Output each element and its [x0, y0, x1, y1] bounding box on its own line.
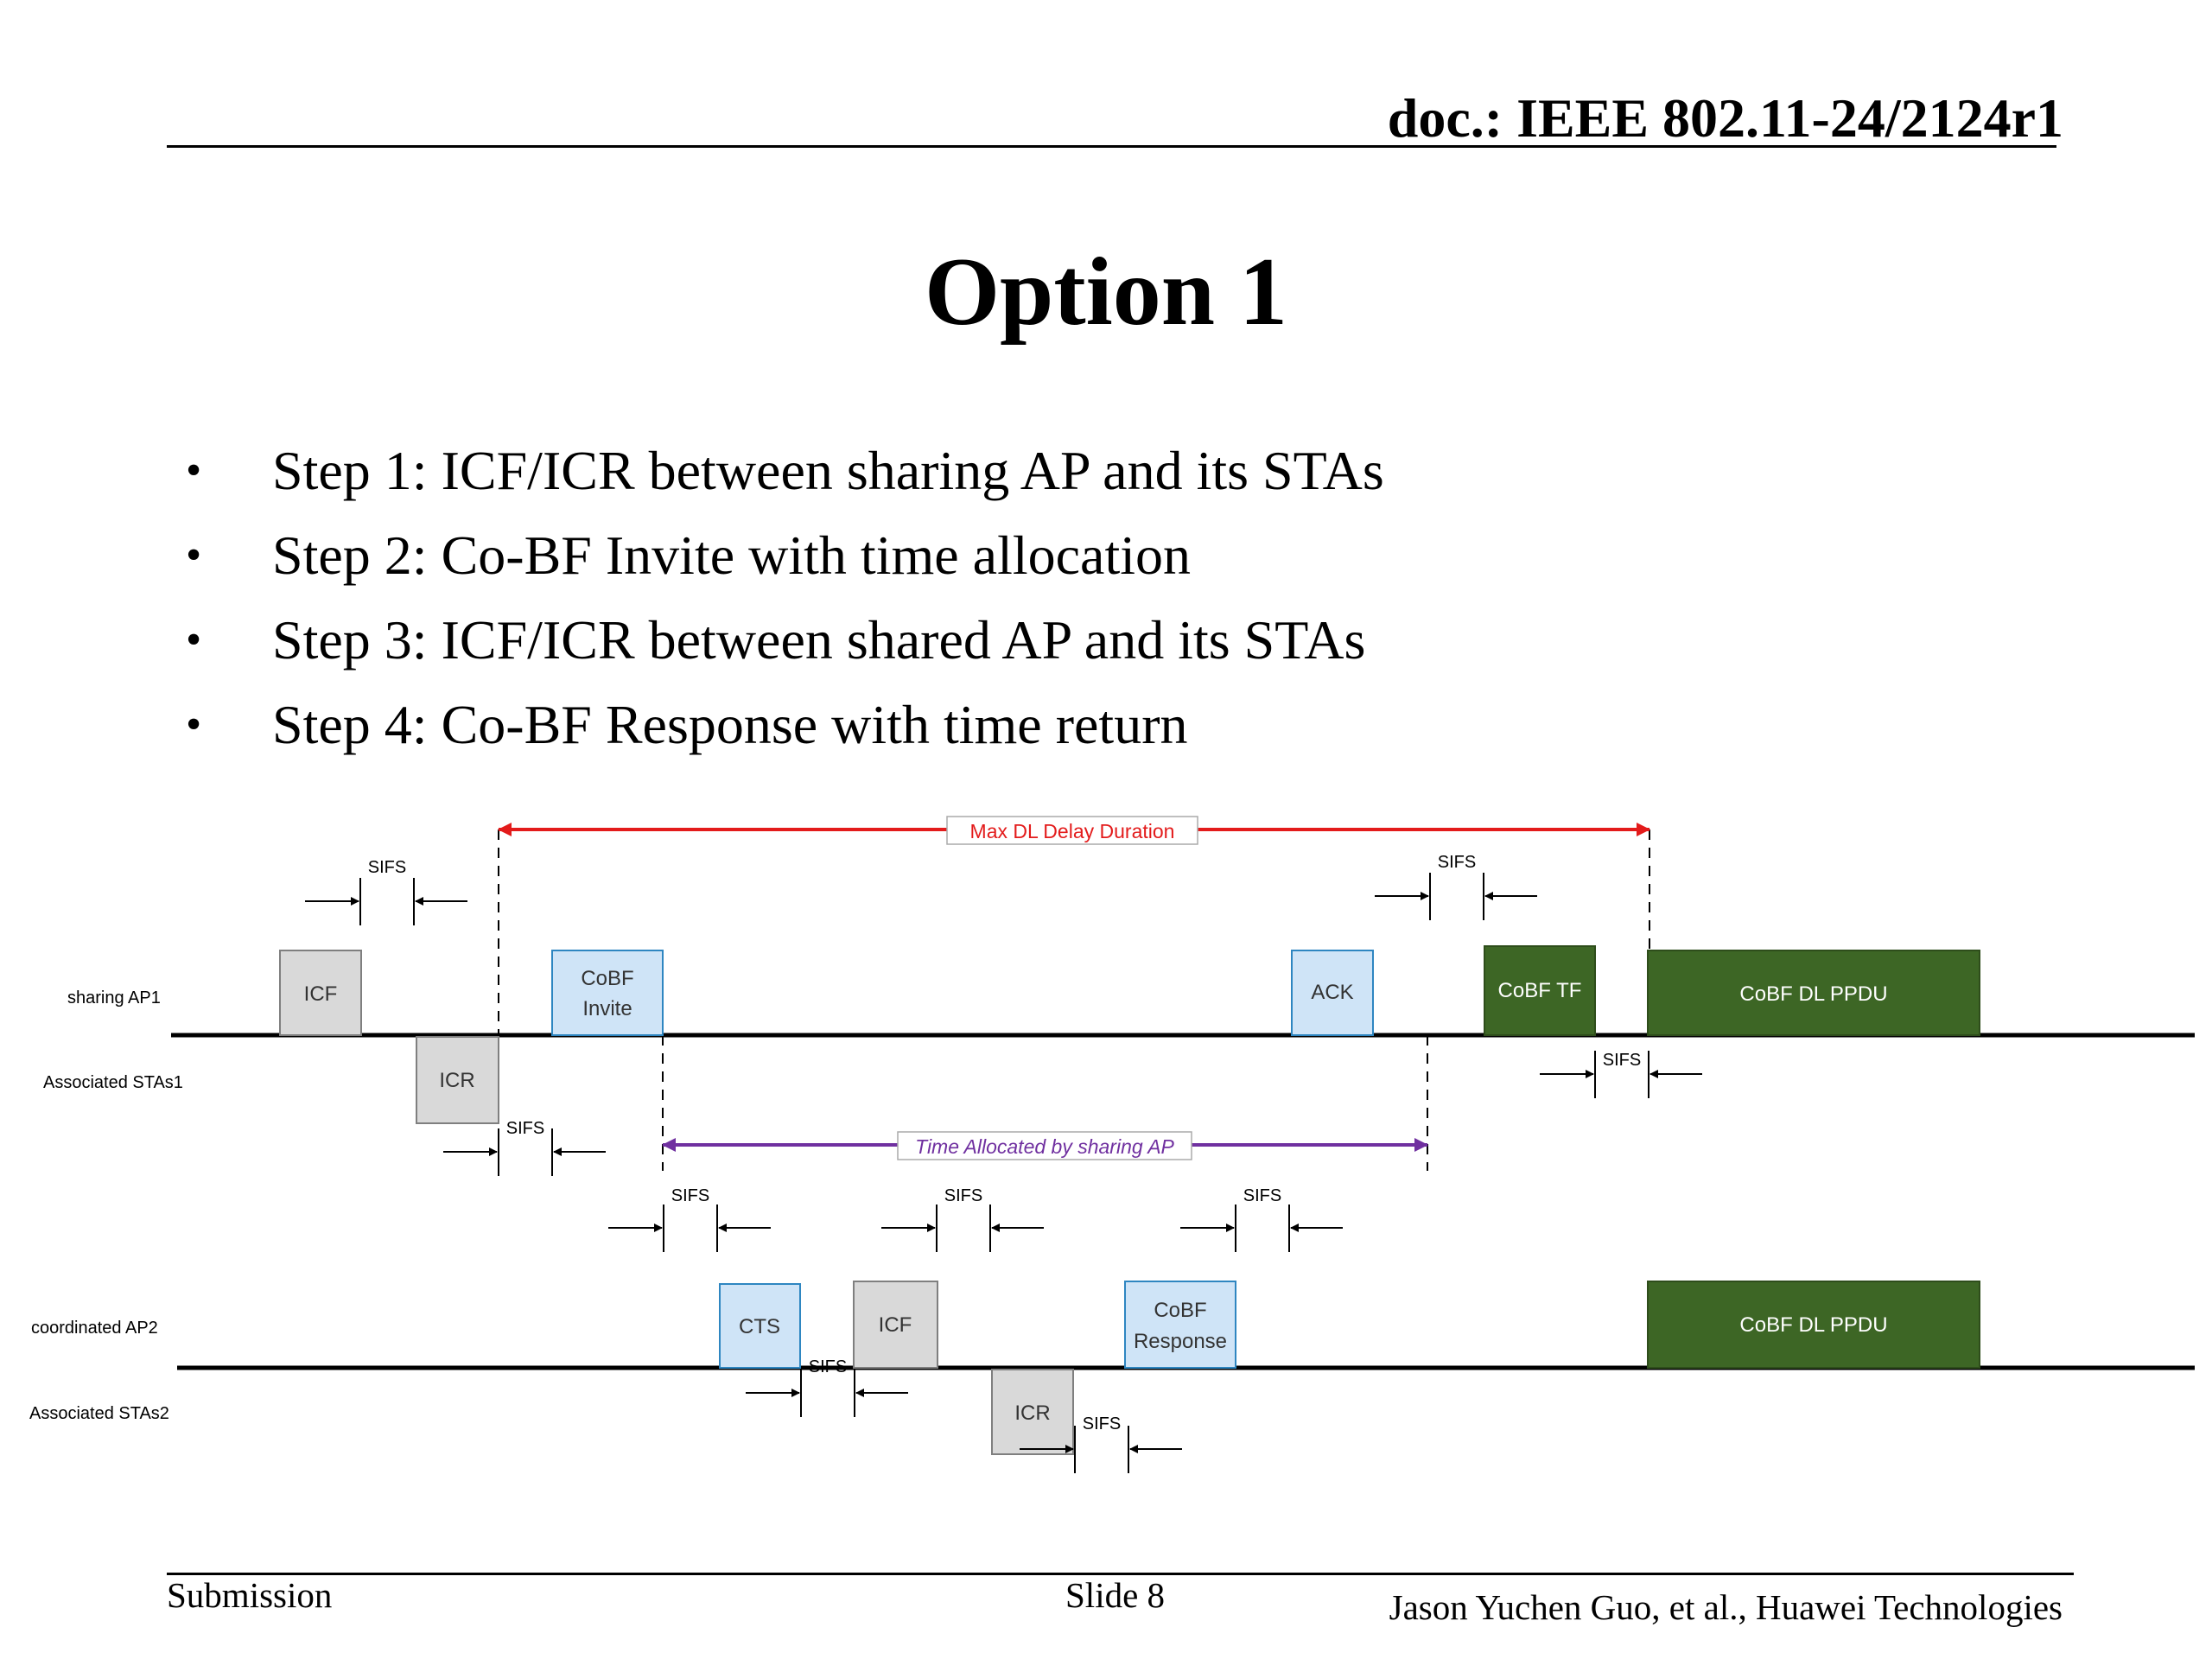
sifs-marker: SIFS — [1375, 853, 1537, 920]
frame-cobf-dl-ppdu-2: CoBF DL PPDU — [1647, 1281, 1980, 1369]
dashed-guides — [498, 830, 1650, 1171]
frame-cts: CTS — [719, 1283, 801, 1369]
bullet-marker: • — [186, 615, 202, 664]
svg-text:CTS: CTS — [739, 1315, 780, 1338]
frame-cobf-dl-ppdu-1: CoBF DL PPDU — [1647, 950, 1980, 1036]
footer-divider — [167, 1573, 2074, 1575]
bullet-text: Step 2: Co-BF Invite with time allocatio… — [272, 524, 1191, 586]
svg-text:SIFS: SIFS — [809, 1357, 847, 1376]
frame-icr2: ICR — [991, 1369, 1074, 1455]
footer-authors: Jason Yuchen Guo, et al., Huawei Technol… — [1389, 1587, 2063, 1627]
time-allocated-label-box — [897, 1131, 1192, 1160]
svg-text:SIFS: SIFS — [1083, 1414, 1121, 1433]
bullet-text: Step 1: ICF/ICR between sharing AP and i… — [272, 440, 1384, 501]
frame-icr1: ICR — [416, 1036, 499, 1124]
sifs-marker: SIFS — [443, 1119, 606, 1176]
svg-text:CoBF: CoBF — [581, 967, 633, 990]
svg-text:SIFS: SIFS — [671, 1186, 709, 1205]
sifs-marker: SIFS — [305, 858, 467, 925]
sifs-marker: SIFS — [608, 1186, 771, 1252]
svg-text:SIFS: SIFS — [506, 1119, 544, 1138]
svg-text:SIFS: SIFS — [368, 858, 406, 877]
bullet-marker: • — [186, 531, 202, 580]
footer-slide-number: Slide 8 — [1065, 1575, 1166, 1615]
frame-cobf-invite: CoBF Invite — [551, 950, 664, 1036]
svg-text:CoBF: CoBF — [1154, 1299, 1206, 1322]
frame-icf2: ICF — [853, 1281, 938, 1369]
svg-text:CoBF TF: CoBF TF — [1498, 979, 1582, 1002]
max-dl-delay-label: Max DL Delay Duration — [970, 820, 1175, 842]
svg-text:CoBF DL PPDU: CoBF DL PPDU — [1739, 982, 1887, 1006]
svg-text:SIFS: SIFS — [1243, 1186, 1281, 1205]
sifs-marker: SIFS — [881, 1186, 1044, 1252]
row-label-coordinated-ap: coordinated AP2 — [31, 1319, 158, 1338]
svg-text:ACK: ACK — [1311, 981, 1353, 1004]
svg-text:Invite: Invite — [582, 997, 632, 1020]
svg-text:SIFS: SIFS — [944, 1186, 982, 1205]
row-label-stas2: Associated STAs2 — [29, 1404, 169, 1423]
footer-submission: Submission — [167, 1575, 333, 1615]
max-dl-delay-label-box — [946, 816, 1198, 845]
svg-text:ICR: ICR — [439, 1069, 474, 1092]
sifs-marker: SIFS — [1540, 1051, 1702, 1098]
document-id: doc.: IEEE 802.11-24/2124r1 — [1387, 87, 2063, 149]
bullet-text: Step 4: Co-BF Response with time return — [272, 694, 1188, 755]
svg-text:ICF: ICF — [879, 1313, 912, 1337]
svg-text:SIFS: SIFS — [1603, 1051, 1641, 1070]
bullet-marker: • — [186, 700, 202, 749]
row-label-stas1: Associated STAs1 — [43, 1073, 183, 1092]
time-allocated-label: Time Allocated by sharing AP — [915, 1135, 1174, 1158]
sifs-marker: SIFS — [746, 1357, 908, 1417]
svg-text:ICF: ICF — [304, 982, 338, 1006]
timing-diagram: sharing AP1 Associated STAs1 coordinated… — [29, 816, 2195, 1473]
bullet-text: Step 3: ICF/ICR between shared AP and it… — [272, 609, 1366, 671]
frame-cobf-tf: CoBF TF — [1484, 945, 1596, 1036]
slide-title: Option 1 — [924, 238, 1288, 346]
header-divider — [167, 145, 2056, 148]
svg-text:CoBF DL PPDU: CoBF DL PPDU — [1739, 1313, 1887, 1337]
svg-text:ICR: ICR — [1014, 1402, 1050, 1425]
frame-icf1: ICF — [279, 950, 362, 1036]
svg-text:SIFS: SIFS — [1438, 853, 1476, 872]
svg-text:Response: Response — [1134, 1330, 1227, 1353]
row-label-sharing-ap: sharing AP1 — [67, 988, 161, 1007]
sifs-marker: SIFS — [1180, 1186, 1343, 1252]
bullet-marker: • — [186, 446, 202, 495]
frame-cobf-response: CoBF Response — [1124, 1281, 1236, 1369]
frame-ack: ACK — [1291, 950, 1374, 1036]
sifs-marker: SIFS — [1020, 1414, 1182, 1473]
